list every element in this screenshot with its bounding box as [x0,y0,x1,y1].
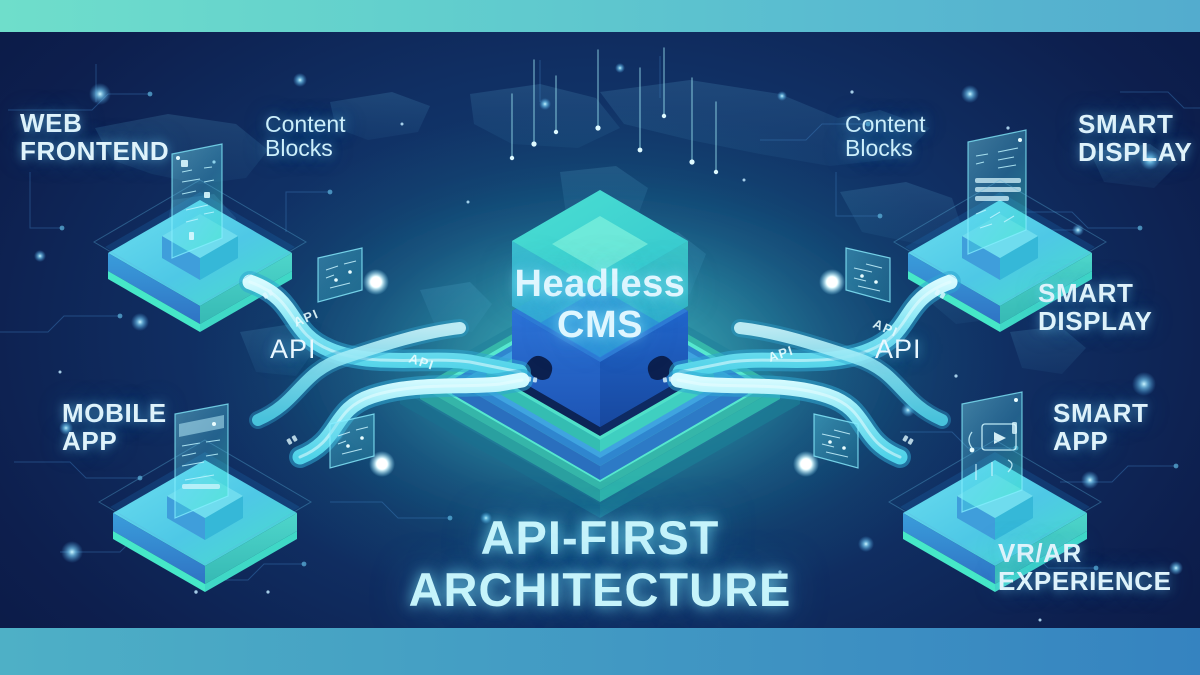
mobile-app-hologram [175,404,228,518]
content-block-card-left-upper[interactable] [318,248,362,302]
node-platform-vr-ar[interactable] [900,392,1090,592]
headless-cms-core[interactable] [512,190,688,427]
pipe-mobile-app [300,380,522,457]
vr-ar-hologram [962,392,1022,512]
node-platform-smart-display[interactable] [905,130,1095,332]
pipe-smart-display [680,282,950,372]
isometric-scene: API API API API [0,32,1200,592]
light-streaks [512,48,716,172]
bottom-accent-band [0,628,1200,675]
pipe-right-cross [740,328,942,420]
diagram-canvas: API API API API [0,32,1200,628]
pipe-left-cross [258,328,460,420]
pipe-web-frontend [250,282,520,372]
content-block-card-left-lower[interactable] [330,414,374,468]
content-block-card-right-lower[interactable] [814,414,858,468]
content-block-cards [318,248,890,468]
api-pipes [250,282,950,457]
light-streak-heads [509,113,719,175]
web-frontend-hologram [172,144,222,258]
node-platform-mobile-app[interactable] [110,404,300,592]
pipe-endpoints [363,269,845,477]
platform-outline-frames [94,180,1106,564]
top-accent-band [0,0,1200,32]
content-block-card-right-upper[interactable] [846,248,890,302]
pipe-vr-ar [678,380,900,457]
smart-display-hologram [968,130,1026,254]
pipe-chip-marks [262,289,946,445]
